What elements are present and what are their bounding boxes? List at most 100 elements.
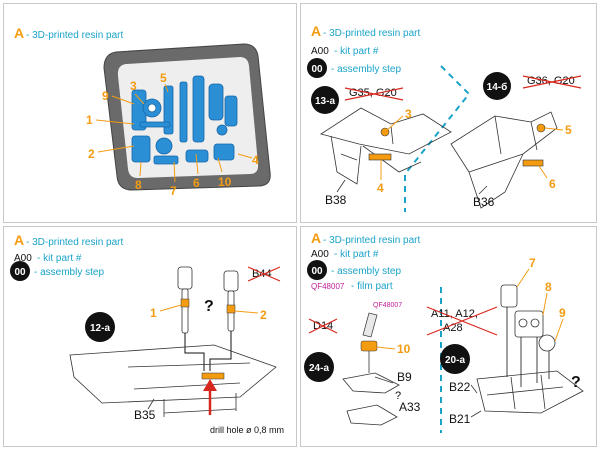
kit-part-b38: B38 (325, 193, 347, 207)
part-number-6: 6 (549, 177, 556, 191)
panel-step-12: A - 3D-printed resin part A00 - kit part… (3, 226, 297, 447)
kit-part-a33: A33 (399, 400, 421, 414)
part-1-glyph (180, 298, 190, 308)
part-number-9: 9 (102, 89, 109, 103)
question-mark: ? (395, 390, 401, 402)
leader-5 (544, 127, 564, 131)
kit-leader (147, 398, 155, 410)
drill-hole-note: drill hole ø 0,8 mm (210, 425, 284, 435)
part-number-5: 5 (160, 71, 167, 85)
kit-legend-text: - kit part # (37, 253, 82, 264)
resin-letter: A (311, 23, 321, 39)
step-legend-text: - assembly step (331, 266, 401, 277)
step-code-20a: 20-a (445, 355, 465, 366)
resin-legend-text: - 3D-printed resin part (323, 28, 420, 39)
step-badge-24a (304, 352, 334, 382)
part-number-8: 8 (135, 178, 142, 192)
drill-area-glyph (201, 372, 225, 380)
film-part-label: QF48007 (373, 302, 402, 309)
part-number-1: 1 (86, 113, 93, 127)
frame-sketch-right (450, 111, 558, 209)
question-mark: ? (571, 374, 581, 391)
part-number-2: 2 (260, 308, 267, 322)
film-legend-code: QF48007 (311, 282, 345, 291)
panel-steps-13-14: A - 3D-printed resin part A00 - kit part… (300, 3, 597, 223)
leader-2 (234, 310, 259, 314)
crossed-parts-line1: A11, A12, (431, 308, 478, 320)
resin-letter: A (14, 25, 24, 41)
crossed-parts-line2: A28 (443, 322, 463, 334)
part-2-glyph (226, 304, 236, 314)
dashed-divider (404, 65, 471, 212)
step-legend-badge (307, 58, 327, 78)
part-number-3: 3 (405, 107, 412, 121)
step-code-12a: 12-a (90, 323, 110, 334)
part-5-glyph (536, 123, 546, 133)
leader-9 (554, 318, 564, 342)
step-badge-13a (311, 86, 339, 114)
kit-legend-text: - kit part # (334, 46, 379, 57)
step-legend-badge (10, 261, 30, 281)
instrument-connection-lines (506, 307, 550, 387)
panel-parts-tray: A - 3D-printed resin part (3, 3, 297, 223)
step-legend-text: - assembly step (331, 64, 401, 75)
hose-parts (177, 266, 239, 334)
step-legend-code: 00 (311, 266, 323, 277)
resin-letter: A (14, 232, 24, 248)
kit-leader (470, 410, 482, 418)
leader-7 (516, 268, 530, 288)
cross-out-line (247, 266, 281, 282)
part-number-10: 10 (218, 175, 232, 189)
kit-legend-text: - kit part # (334, 249, 379, 260)
part-number-7: 7 (529, 256, 536, 270)
film-legend-text: - film part (351, 281, 393, 292)
kit-legend-code: A00 (311, 46, 329, 57)
part-number-5: 5 (565, 123, 572, 137)
leader-6 (538, 165, 548, 179)
step-legend-code: 00 (14, 267, 26, 278)
cockpit-floor-sketch (476, 370, 584, 414)
part-number-6: 6 (193, 176, 200, 190)
kit-leader (336, 179, 346, 193)
part-6-glyph (522, 159, 544, 167)
film-part-glyph (362, 312, 378, 338)
resin-legend-text: - 3D-printed resin part (26, 30, 123, 41)
kit-part-b22: B22 (449, 380, 471, 394)
control-column-sketch (342, 347, 400, 426)
step-12-drawing: A - 3D-printed resin part A00 - kit part… (10, 232, 284, 435)
panel-steps-24-20: A - 3D-printed resin part A00 - kit part… (300, 226, 597, 447)
part-4-glyph (368, 153, 392, 161)
part-number-4: 4 (252, 153, 259, 167)
step-code-24a: 24-a (309, 363, 329, 374)
step-code-14b: 14-б (487, 81, 508, 93)
leader-1 (159, 304, 182, 312)
parts-tray-drawing: A - 3D-printed resin part (14, 25, 271, 198)
kit-leader (478, 185, 488, 195)
cross-out-line (522, 75, 582, 89)
part-number-8: 8 (545, 280, 552, 294)
part-number-9: 9 (559, 306, 566, 320)
step-legend-text: - assembly step (34, 267, 104, 278)
cross-out-line (344, 87, 404, 101)
steps-24-20-drawing: A - 3D-printed resin part A00 - kit part… (304, 230, 584, 433)
part-number-2: 2 (88, 147, 95, 161)
step-badge-20a (440, 344, 470, 374)
part-number-4: 4 (377, 181, 384, 195)
step-legend-badge (307, 260, 327, 280)
connection-arrows (184, 331, 232, 371)
kit-part-b9: B9 (397, 370, 412, 384)
drill-arrow-head (203, 379, 217, 391)
cross-out-line (308, 318, 338, 334)
frame-sketch-left (320, 107, 452, 185)
resin-legend-text: - 3D-printed resin part (26, 237, 123, 248)
part-number-3: 3 (130, 79, 137, 93)
part-number-10: 10 (397, 342, 411, 356)
leader-10 (376, 346, 396, 350)
question-mark: ? (204, 298, 214, 315)
kit-part-b36: B36 (473, 195, 495, 209)
step-code-13a: 13-a (315, 96, 335, 107)
resin-legend-text: - 3D-printed resin part (323, 235, 420, 246)
kit-legend-code: A00 (14, 253, 32, 264)
step-badge-12a (85, 312, 115, 342)
kit-part-b21: B21 (449, 412, 471, 426)
